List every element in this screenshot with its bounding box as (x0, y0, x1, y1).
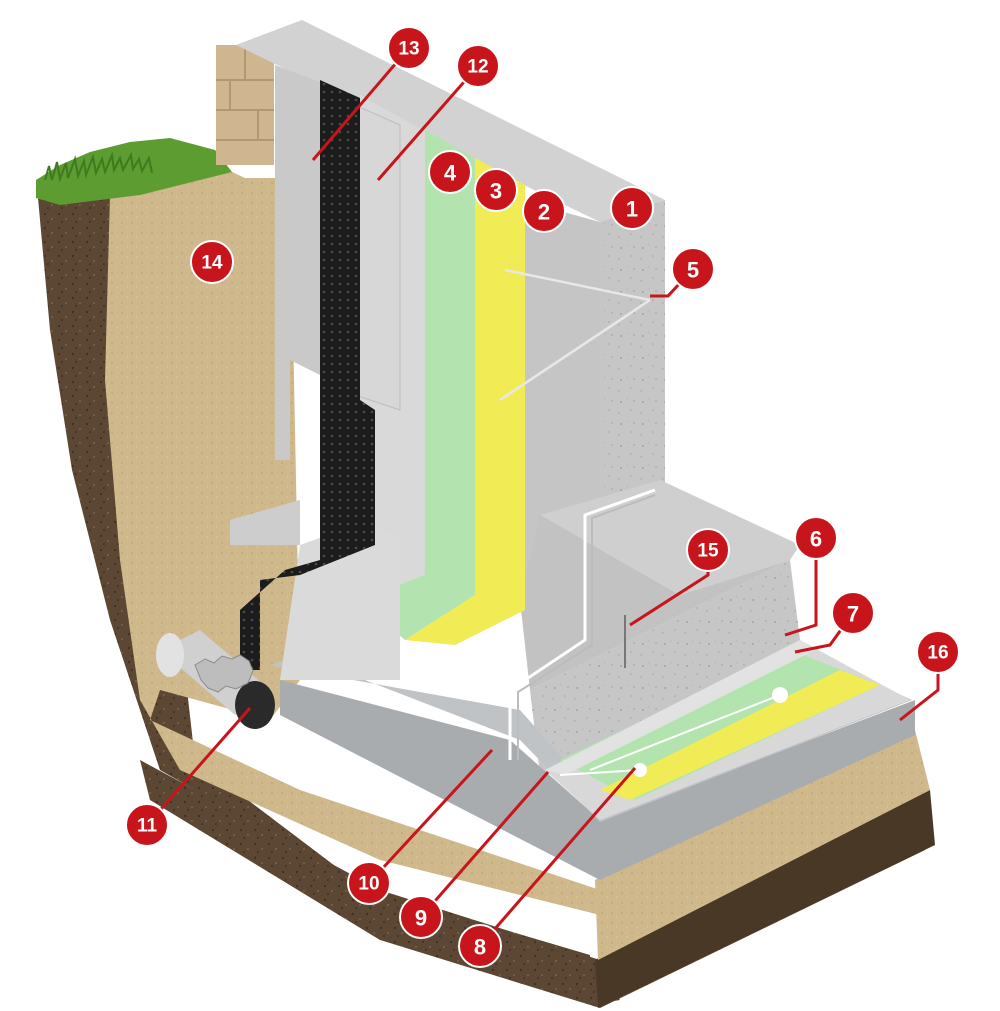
callout-number: 7 (847, 602, 859, 627)
callout-4: 4 (428, 150, 472, 194)
grass-blades (44, 151, 153, 183)
callout-circle (671, 247, 715, 291)
floor-green-layer (560, 650, 880, 800)
callout-number: 13 (398, 39, 419, 60)
rebar-diagonal-lower (499, 298, 651, 402)
floor-rebar-1 (559, 769, 641, 776)
callout-number: 12 (467, 57, 488, 78)
drain-pipe-end (235, 681, 275, 729)
leader-10 (367, 748, 494, 885)
waterstop-profile (508, 488, 656, 760)
callout-circle (831, 591, 875, 635)
callout-number: 9 (415, 906, 427, 931)
callout-circle (347, 861, 391, 905)
callout-circle (387, 26, 431, 70)
waterstop-profile-2 (517, 494, 656, 760)
callout-11: 11 (125, 803, 169, 847)
callout-circle (190, 240, 234, 284)
sand-under-slab (595, 730, 930, 960)
floor-rebar-end (772, 687, 788, 703)
callout-number: 15 (697, 541, 719, 562)
leader-8 (478, 767, 637, 947)
wall-green-coat (360, 130, 475, 640)
callout-number: 8 (474, 935, 486, 960)
foundation-wall-face (600, 200, 665, 510)
base-concrete-top (270, 655, 912, 822)
brick-joints (216, 45, 274, 141)
callout-10: 10 (347, 861, 391, 905)
drainage-membrane (240, 80, 375, 670)
drain-pipe (156, 630, 275, 729)
callout-number: 16 (927, 643, 948, 664)
protection-board-step (230, 500, 300, 545)
callout-number: 2 (538, 200, 550, 225)
callout-15: 15 (686, 528, 730, 572)
leader-lines (145, 47, 940, 947)
leader-11 (145, 707, 252, 826)
floor-rebar-2 (589, 694, 781, 771)
callout-circle (428, 150, 472, 194)
callout-circle (522, 189, 566, 233)
callout-number: 6 (810, 527, 822, 552)
base-concrete-slab (280, 680, 915, 880)
foundation-wall-top (236, 20, 665, 222)
callout-16: 16 (916, 630, 960, 674)
leader-13 (311, 47, 411, 161)
callout-5: 5 (671, 247, 715, 291)
callout-number: 1 (626, 197, 638, 222)
callout-circle (458, 924, 502, 968)
callout-number: 3 (490, 179, 502, 204)
callout-circle (686, 528, 730, 572)
floor-rebar-end (633, 763, 647, 777)
callout-circle (474, 168, 518, 212)
drain-pipe-sleeve (156, 633, 184, 677)
callout-number: 4 (444, 161, 457, 186)
gravel (194, 654, 254, 693)
insulation-lower (280, 520, 400, 680)
callout-2: 2 (522, 189, 566, 233)
callout-number: 14 (201, 253, 223, 274)
floor-yellow-layer (600, 670, 880, 800)
callout-circle (610, 186, 654, 230)
callout-number: 5 (687, 258, 699, 283)
sand-backfill (105, 172, 930, 960)
callout-1: 1 (610, 186, 654, 230)
rebar-diagonal-upper (504, 268, 651, 302)
foundation-wall-cut-face (520, 200, 600, 600)
leader-9 (419, 771, 550, 918)
callout-3: 3 (474, 168, 518, 212)
foundation-slab-front (530, 560, 800, 775)
callout-13: 13 (387, 26, 431, 70)
foundation-slab-side (520, 515, 790, 690)
insulation-board (354, 104, 401, 411)
callout-circle (125, 803, 169, 847)
callout-circle (456, 44, 500, 88)
callout-6: 6 (794, 516, 838, 560)
callout-14: 14 (190, 240, 234, 284)
callout-12: 12 (456, 44, 500, 88)
grass-turf (36, 138, 232, 205)
callout-circle (794, 516, 838, 560)
leader-6 (784, 538, 818, 637)
rebar (499, 268, 788, 777)
callout-7: 7 (831, 591, 875, 635)
callout-circle (916, 630, 960, 674)
callout-9: 9 (399, 895, 443, 939)
wall-yellow-coat (405, 158, 525, 645)
callout-number: 11 (137, 816, 158, 837)
protection-board (275, 65, 320, 460)
floor-upper-grey (545, 640, 815, 775)
soil-lower-band (595, 790, 935, 1008)
sand-backfill-face (105, 172, 600, 915)
callout-8: 8 (458, 924, 502, 968)
callout-circle (399, 895, 443, 939)
leader-12 (376, 65, 480, 181)
callout-number: 10 (358, 874, 379, 895)
